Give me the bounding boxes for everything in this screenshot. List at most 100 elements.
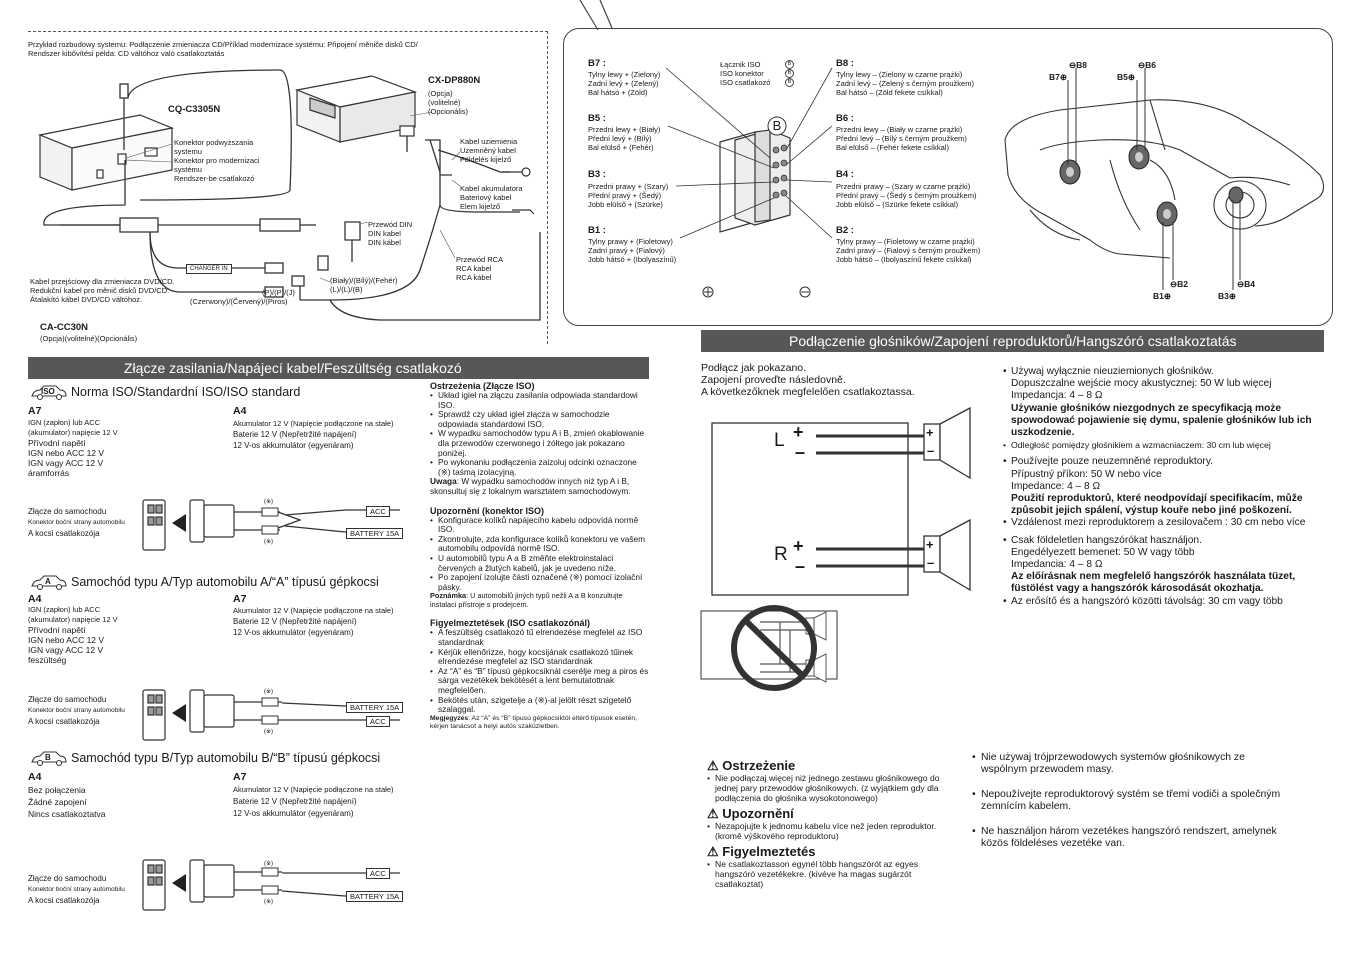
cz-cautions-title: Upozornění (konektor ISO) [430, 505, 545, 516]
car-b5: B5⊕ [1117, 72, 1135, 82]
cz-warning-text: •Nezapojujte k jednomu kabelu více než j… [707, 821, 937, 841]
b1-desc: Tylny prawy + (Fioletowy)Zadní pravý + (… [588, 237, 677, 264]
typeA-mark-1: (※) [264, 689, 274, 695]
iso-battery-tag: BATTERY 15A [346, 528, 404, 539]
b6-desc: Przedni lewy – (Biały w czarne prążki)Př… [836, 125, 967, 152]
left-spk-plus: + [926, 425, 934, 440]
left-minus: – [795, 442, 806, 462]
hu-note: Megjegyzés: Az “A” és “B” típusú gépkocs… [430, 714, 638, 731]
b1-label: B1 : [588, 225, 606, 236]
right-plus: + [793, 536, 804, 556]
warning-icon: ⚠ [707, 806, 723, 821]
car-b8: ⊖B8 [1069, 60, 1087, 70]
pl-spec: • Używaj wyłącznie nieuziemionych głośni… [1003, 366, 1312, 439]
typeB-a7: A7 [233, 771, 247, 783]
system-expansion-caption: Przykład rozbudowy systemu: Podłączenie … [28, 40, 418, 58]
right-spk-minus: – [927, 555, 935, 570]
pink-plug-label: (P)/(P)/(J) [262, 288, 295, 297]
changer-unit-label: CX-DP880N [428, 75, 481, 86]
iso-mark-1: (※) [264, 499, 274, 505]
cz-warning-head: ⚠ Upozornění [707, 806, 794, 821]
iso-badge-3: B [785, 78, 794, 87]
typeB-acc-tag: ACC [366, 868, 390, 879]
iso-car-badge: ISO [30, 384, 68, 400]
hu-cautions-list: A feszültség csatlakozó tű elrendezése m… [430, 628, 650, 714]
white-plug-label: (Biały)/(Bílý)/(Fehér)(L)/(L)/(B) [330, 276, 398, 294]
iso-a7: A7 [28, 405, 42, 417]
b8-label: B8 : [836, 58, 854, 69]
car-b6: ⊖B6 [1138, 60, 1156, 70]
main-unit-label: CQ-C3305N [168, 104, 221, 115]
typeB-mark-1: (※) [264, 861, 274, 867]
pl-cautions-list: Układ igieł na złączu zasilania odpowiad… [430, 390, 650, 477]
power-connector-bar: Złącze zasilania/Napájecí kabel/Feszülts… [28, 357, 649, 379]
hu-cautions-title: Figyelmeztetések (ISO csatlakozónál) [430, 618, 591, 629]
b7-desc: Tylny lewy + (Zielony)Zadní levý + (Zele… [588, 70, 661, 97]
typeA-mark-2: (※) [264, 729, 274, 735]
b4-label: B4 : [836, 169, 854, 180]
b3-label: B3 : [588, 169, 606, 180]
b6-label: B6 : [836, 113, 854, 124]
iso-a4: A4 [233, 405, 247, 417]
hu-warning-head: ⚠ Figyelmeztetés [707, 844, 816, 859]
typeB-mark-2: (※) [264, 899, 274, 905]
iso-b-letter: B [772, 118, 782, 133]
iso-acc-tag: ACC [366, 506, 390, 517]
b5-desc: Przedni lewy + (Biały)Přední levý + (Bíl… [588, 125, 661, 152]
iso-a7-desc: IGN (zapłon) lub ACC(akumulator) napięci… [28, 418, 118, 478]
iso-standard-title: Norma ISO/Standardní ISO/ISO standard [71, 385, 301, 399]
speaker-connection-bar: Podłączenie głośników/Zapojení reprodukt… [701, 330, 1324, 352]
car-b4: ⊖B4 [1237, 279, 1255, 289]
cz-cautions-list: Konfigurace kolíků napájecího kabelu odp… [430, 515, 650, 593]
iso-badge-2: B [785, 69, 794, 78]
typeB-title: Samochód typu B/Typ automobilu B/“B” típ… [71, 751, 381, 765]
cz-note: Poznámka: U automobilů jiných typů nežli… [430, 591, 623, 609]
iso-badge-1: B [785, 60, 794, 69]
pl-distance: •Odległość pomiędzy głośnikiem a wzmacni… [1003, 440, 1271, 451]
left-plus: + [793, 422, 804, 442]
iso-cautions-column: Ostrzeżenia (Złącze ISO) Układ igieł na … [430, 381, 650, 731]
cz-spec: • Používejte pouze neuzemněné reprodukto… [1003, 456, 1303, 517]
typeA-acc-tag: ACC [366, 716, 390, 727]
typeA-a4-desc: IGN (zapłon) lub ACC(akumulator) napięci… [28, 605, 118, 665]
iso-mark-2: (※) [264, 539, 274, 545]
car-b1: B1⊕ [1153, 291, 1171, 301]
right-spk-plus: + [926, 537, 934, 552]
left-spk-minus: – [927, 443, 935, 458]
system-expansion-frame [28, 31, 548, 344]
b3-desc: Przedni prawy + (Szary)Přední pravý + (Š… [588, 182, 669, 209]
hu-three-wire: •Ne használjon három vezetékes hangszóró… [972, 825, 1277, 850]
typeA-a7: A7 [233, 593, 247, 605]
car-b3: B3⊕ [1218, 291, 1236, 301]
b8-desc: Tylny lewy – (Zielony w czarne prążki)Za… [836, 70, 974, 97]
b2-desc: Tylny prawy – (Fioletowy w czarne prążki… [836, 237, 981, 264]
hu-distance: •Az erősítő és a hangszóró közötti távol… [1003, 595, 1283, 607]
typeA-a4: A4 [28, 593, 42, 605]
speaker-specs: • Używaj wyłącznie nieuziemionych głośni… [1003, 366, 1325, 608]
typeA-title: Samochód typu A/Typ automobilu A/“A” típ… [71, 575, 379, 589]
car-b2: ⊖B2 [1170, 279, 1188, 289]
left-channel-label: L [774, 430, 785, 451]
pl-warning-head: ⚠ Ostrzeżenie [707, 758, 796, 773]
b2-label: B2 : [836, 225, 854, 236]
typeB-a7-desc: Akumulator 12 V (Napięcie podłączone na … [233, 785, 394, 818]
warnings-block: ⚠ Ostrzeżenie •Nie podłączaj więcej niż … [707, 758, 951, 889]
b4-desc: Przedni prawy – (Szary w czarne prążki)P… [836, 182, 977, 209]
iso-a4-desc: Akumulator 12 V (Napięcie podłączone na … [233, 419, 394, 450]
pl-warning-text: •Nie podłączaj więcej niż jednego zestaw… [707, 773, 940, 803]
b5-label: B5 : [588, 113, 606, 124]
typeA-a7-desc: Akumulator 12 V (Napięcie podłączone na … [233, 606, 394, 637]
cc30n-optional-label: (Opcja)(volitelné)(Opcionális) [40, 334, 138, 343]
